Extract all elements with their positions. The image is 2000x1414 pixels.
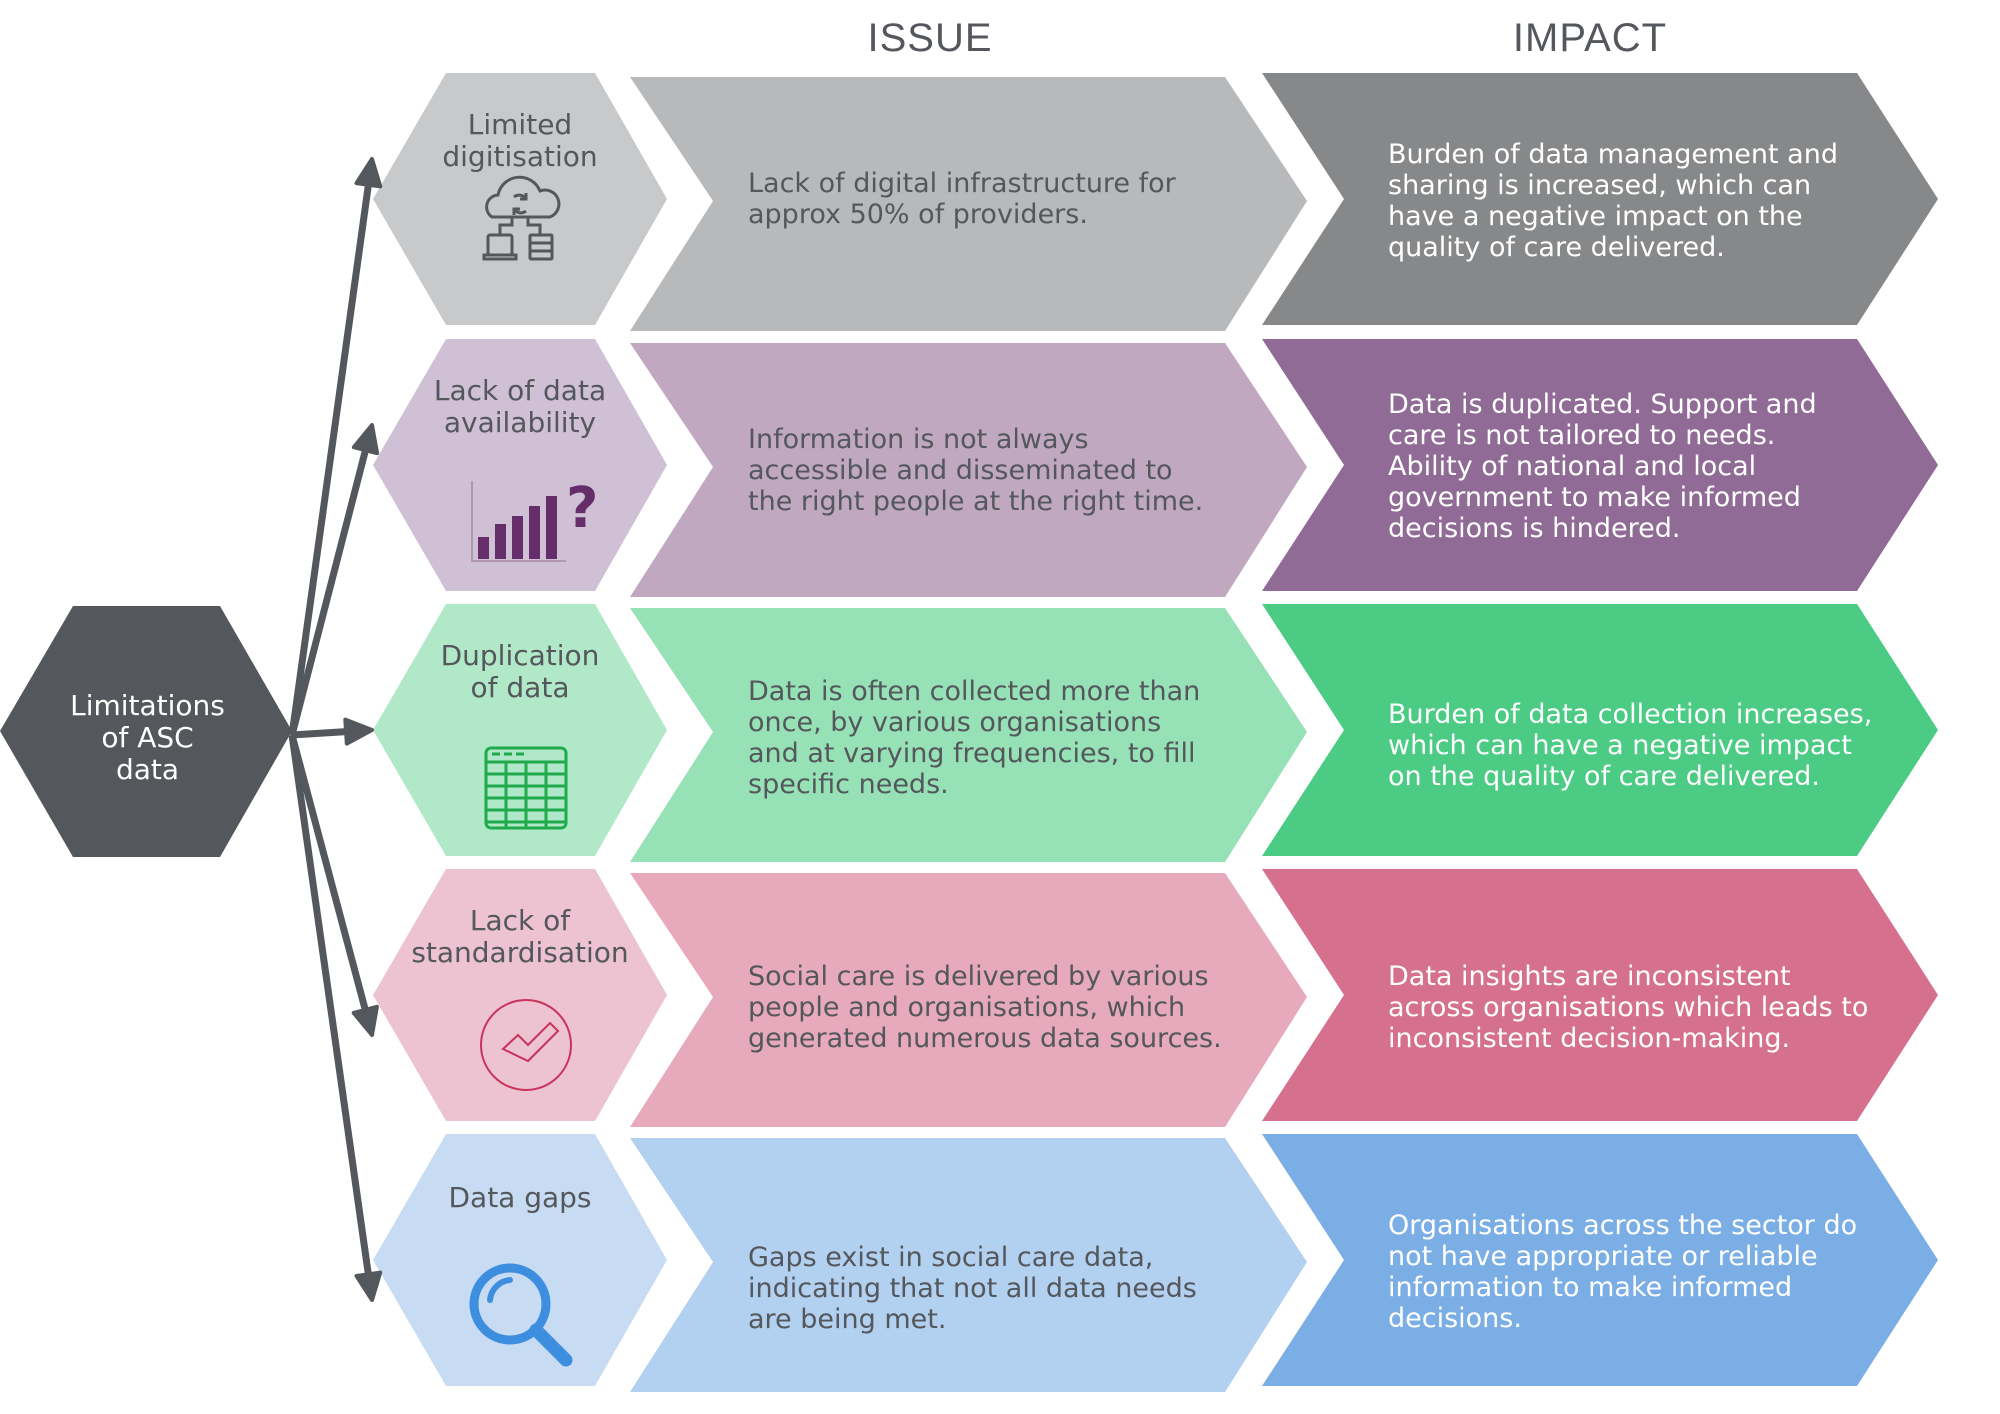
connector-arrow-line	[288, 734, 369, 1011]
impact-text-line: have a negative impact on the	[1388, 201, 1803, 232]
impact-text-line: Data insights are inconsistent	[1388, 961, 1791, 992]
center-label-line: of ASC	[101, 721, 194, 754]
issue-text-line: Social care is delivered by various	[748, 961, 1209, 992]
issue-text-line: approx 50% of providers.	[748, 199, 1088, 230]
svg-text:?: ?	[566, 479, 598, 541]
issue-text-line: generated numerous data sources.	[748, 1023, 1222, 1054]
bar-chart-question-icon: ?	[470, 476, 610, 573]
center-hexagon-label: Limitations of ASC data	[40, 690, 255, 786]
impact-text-line: information to make informed	[1388, 1272, 1793, 1303]
category-label-line: Lack of	[469, 904, 571, 937]
center-label-line: Limitations	[70, 689, 225, 722]
impact-text-line: decisions is hindered.	[1388, 513, 1681, 544]
impact-text-line: quality of care delivered.	[1388, 232, 1725, 263]
issue-chevron	[630, 873, 1307, 1127]
category-label-line: Duplication	[440, 639, 600, 672]
impact-chevron	[1262, 73, 1938, 325]
center-label-line: data	[115, 753, 180, 786]
issue-text-line: specific needs.	[748, 769, 949, 800]
issue-text-line: people and organisations, which	[748, 992, 1186, 1023]
issue-chevron	[630, 343, 1307, 597]
category-label-line: digitisation	[442, 140, 598, 173]
issue-text: Gaps exist in social care data,indicatin…	[748, 1242, 1248, 1335]
impact-text-line: Burden of data management and	[1388, 139, 1838, 170]
impact-text-line: inconsistent decision-making.	[1388, 1023, 1791, 1054]
issue-text-line: Lack of digital infrastructure for	[748, 168, 1176, 199]
category-label: Data gaps	[400, 1182, 640, 1214]
impact-text-line: Ability of national and local	[1388, 451, 1757, 482]
issue-column-header: ISSUE	[867, 16, 993, 60]
category-label-line: standardisation	[411, 936, 629, 969]
issue-text-line: and at varying frequencies, to fill	[748, 738, 1196, 769]
connector-arrow-line	[288, 734, 372, 1275]
arrowhead-icon	[343, 717, 374, 746]
impact-text-line: decisions.	[1388, 1303, 1522, 1334]
category-hexagon	[373, 1134, 667, 1386]
impact-text-line: not have appropriate or reliable	[1388, 1241, 1818, 1272]
impact-text-line: government to make informed	[1388, 482, 1801, 513]
issue-text-line: indicating that not all data needs	[748, 1273, 1197, 1304]
issue-text-line: are being met.	[748, 1304, 947, 1335]
spreadsheet-icon	[484, 746, 570, 836]
connector-arrow-line	[288, 449, 369, 736]
center-hexagon	[0, 606, 292, 857]
category-label-line: availability	[443, 406, 597, 439]
category-label-line: Lack of data	[433, 374, 607, 407]
impact-text-line: Burden of data collection increases,	[1388, 699, 1873, 730]
impact-text: Burden of data collection increases,whic…	[1388, 699, 1888, 792]
impact-chevron	[1262, 869, 1938, 1121]
issue-text-line: the right people at the right time.	[748, 486, 1204, 517]
cloud-network-icon	[470, 169, 570, 273]
issue-text-line: accessible and disseminated to	[748, 455, 1173, 486]
impact-text-line: across organisations which leads to	[1388, 992, 1869, 1023]
arrowhead-icon	[354, 1270, 383, 1302]
impact-text-line: Organisations across the sector do	[1388, 1210, 1858, 1241]
arrowhead-icon	[351, 1004, 379, 1037]
impact-text-line: which can have a negative impact	[1388, 730, 1852, 761]
category-hexagon	[373, 604, 667, 856]
issue-text-line: Information is not always	[748, 424, 1089, 455]
impact-chevron	[1262, 339, 1938, 591]
impact-chevron	[1262, 604, 1938, 856]
connector-arrow-line	[288, 184, 372, 736]
issue-text-line: Gaps exist in social care data,	[748, 1242, 1154, 1273]
magnifier-icon	[468, 1262, 578, 1376]
impact-text-line: Data is duplicated. Support and	[1388, 389, 1817, 420]
category-hexagon	[373, 339, 667, 591]
category-label-line: Data gaps	[448, 1181, 592, 1214]
connector-arrow-line	[291, 728, 347, 739]
arrowhead-icon	[354, 157, 383, 189]
category-label-line: of data	[470, 671, 570, 704]
category-label-line: Limited	[467, 108, 573, 141]
issue-text-line: once, by various organisations	[748, 707, 1162, 738]
category-hexagon	[373, 869, 667, 1121]
issue-chevron	[630, 1138, 1307, 1392]
issue-chevron	[630, 608, 1307, 862]
impact-text-line: on the quality of care delivered.	[1388, 761, 1820, 792]
issue-text-line: Data is often collected more than	[748, 676, 1201, 707]
check-circle-icon	[478, 997, 578, 1101]
impact-text-line: sharing is increased, which can	[1388, 170, 1812, 201]
impact-text-line: care is not tailored to needs.	[1388, 420, 1776, 451]
impact-column-header: IMPACT	[1512, 16, 1668, 60]
impact-chevron	[1262, 1134, 1938, 1386]
arrowhead-icon	[351, 423, 380, 456]
issue-chevron	[630, 77, 1307, 331]
